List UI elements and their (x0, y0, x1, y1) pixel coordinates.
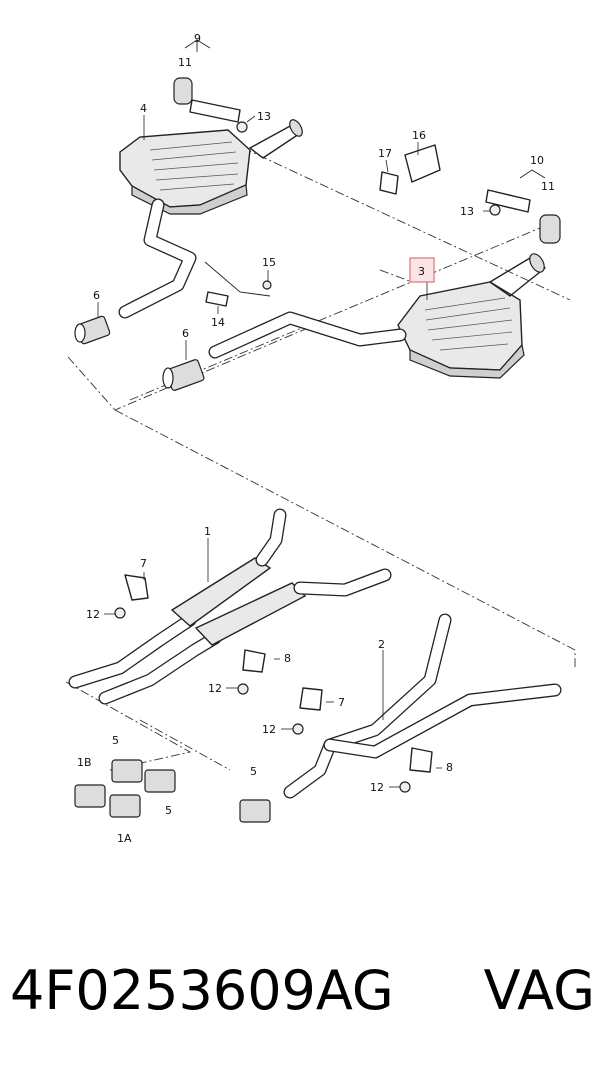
callout-1B: 1B (77, 756, 92, 769)
callout-3: 3 (418, 265, 425, 278)
callout-5-b: 5 (165, 804, 172, 817)
clamp-6-upper (74, 315, 111, 345)
hangers (124, 39, 561, 773)
tailpipe-right (489, 253, 546, 297)
callout-17: 17 (378, 147, 392, 160)
front-silencers (68, 508, 392, 705)
part-number: 4F0253609AG (10, 958, 394, 1022)
callout-8-b: 8 (446, 761, 453, 774)
callout-12: 12 (86, 608, 100, 621)
callout-5: 5 (112, 734, 119, 747)
rear-silencer-right (397, 253, 546, 379)
callout-7-b: 7 (338, 696, 345, 709)
callout-9: 9 (194, 32, 201, 45)
rear-pipe-right (204, 261, 407, 359)
callout-12-d: 12 (370, 781, 384, 794)
rear-pipe-left (118, 198, 197, 319)
callout-6: 6 (93, 289, 100, 302)
callout-labels: 9 11 4 13 16 17 10 11 13 15 3 6 14 6 1 7… (77, 32, 555, 845)
callout-1: 1 (204, 525, 211, 538)
callout-12-b: 12 (208, 682, 222, 695)
callout-14: 14 (211, 316, 225, 329)
highlighted-part-box (409, 257, 435, 283)
callout-4: 4 (140, 102, 147, 115)
bolts (114, 121, 501, 793)
callout-15: 15 (262, 256, 276, 269)
clamp-6-lower (162, 359, 205, 391)
y-pipe (283, 613, 562, 799)
callout-16: 16 (412, 129, 426, 142)
clamp-5-group (74, 759, 271, 823)
callout-10: 10 (530, 154, 544, 167)
callout-2: 2 (378, 638, 385, 651)
callout-12-c: 12 (262, 723, 276, 736)
callout-11-right: 11 (541, 180, 555, 193)
leader-lines (97, 115, 490, 788)
callout-11: 11 (178, 56, 192, 69)
callout-5-right: 5 (250, 765, 257, 778)
callout-1A: 1A (117, 832, 132, 845)
callout-13: 13 (257, 110, 271, 123)
part-footer: 4F0253609AG VAG (10, 945, 595, 1035)
rear-silencer-left (119, 119, 303, 215)
callout-7: 7 (140, 557, 147, 570)
callout-13-right: 13 (460, 205, 474, 218)
exhaust-system-diagram: 9 11 4 13 16 17 10 11 13 15 3 6 14 6 1 7… (65, 32, 576, 845)
tailpipe-left (249, 119, 303, 159)
callout-6-lower: 6 (182, 327, 189, 340)
brand-name: VAG (483, 958, 595, 1022)
callout-8: 8 (284, 652, 291, 665)
